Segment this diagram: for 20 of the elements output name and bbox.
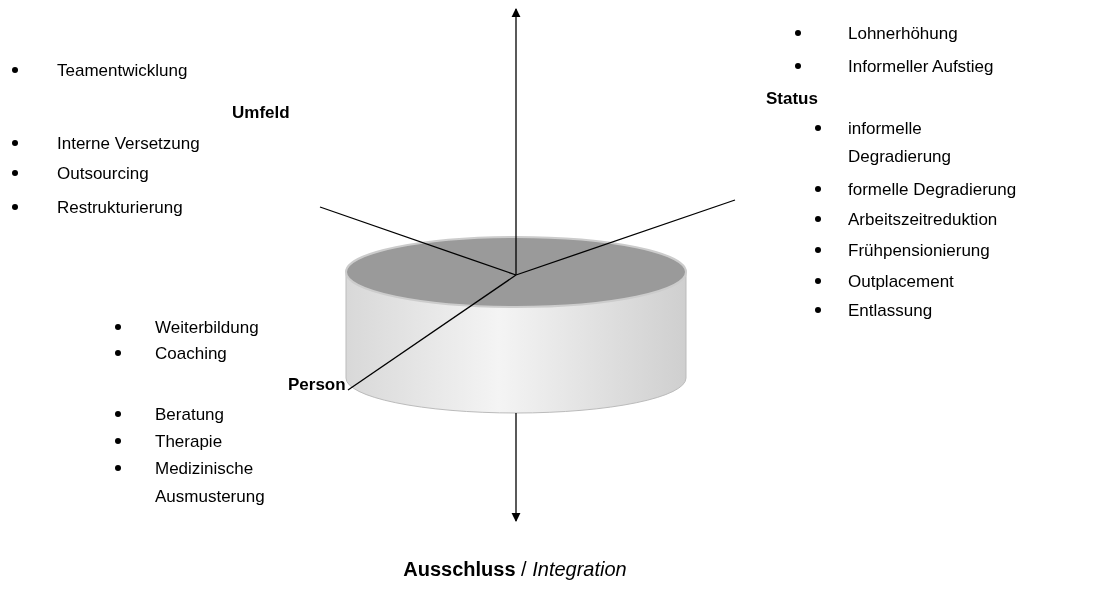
list-item: Teamentwicklung [57,60,188,82]
list-item: Beratung [155,404,224,426]
list-item: Frühpensionierung [848,240,990,262]
axis-label: Ausschluss / Integration [403,558,627,580]
axis-heading: Person [288,374,346,396]
list-item: Entlassung [848,300,933,322]
list-item: Coaching [155,343,227,365]
list-item: Informeller Aufstieg [848,56,994,78]
axis-heading: Umfeld [232,102,290,124]
list-item: Interne Versetzung [57,133,200,155]
list-item: Weiterbildung [155,317,259,339]
list-item: Lohnerhöhung [848,23,958,45]
axis-heading: Status [766,88,818,110]
list-item: Outplacement [848,271,954,293]
list-item: formelle Degradierung [848,179,1017,201]
list-item: Arbeitszeitreduktion [848,209,998,231]
list-item: Medizinische Ausmusterung [155,458,266,508]
list-item: Outsourcing [57,163,149,185]
list-item: Restrukturierung [57,197,183,219]
list-item: Therapie [155,431,223,453]
